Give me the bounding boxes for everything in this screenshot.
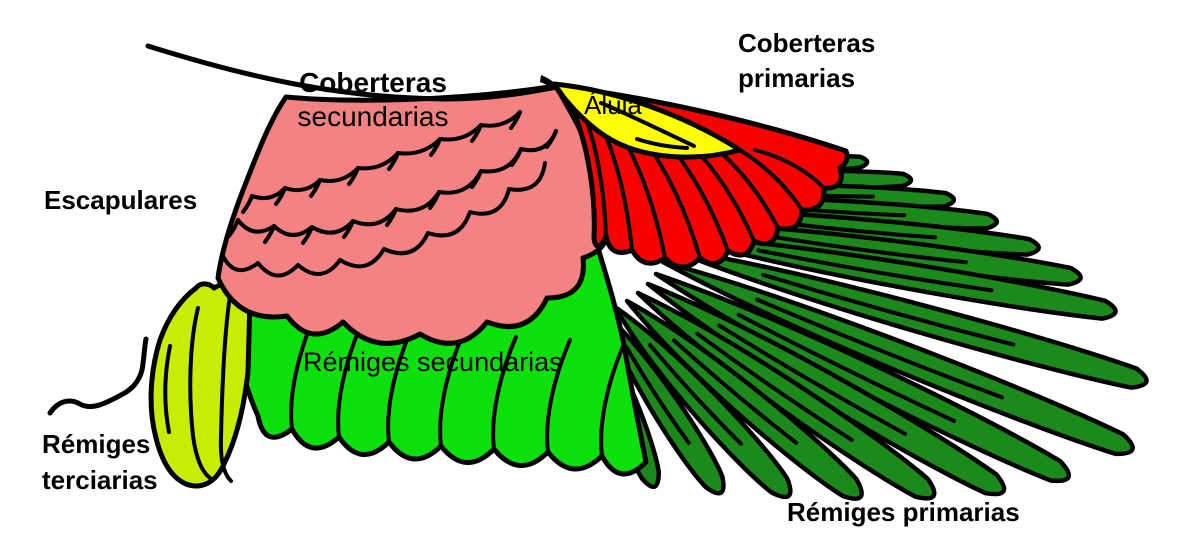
label-alula: Álula [584, 90, 642, 120]
covert-feather-tick [227, 218, 240, 238]
covert-feather-tick [470, 123, 483, 143]
tertiary-remiges-feather-lines [163, 294, 233, 483]
label-coberteras-secundarias-line2: secundarias [297, 101, 449, 132]
label-coberteras-secundarias-line1: Coberteras [299, 67, 447, 98]
primary-feather-shaft [755, 297, 1005, 400]
covert-feather-tick [470, 169, 483, 189]
secondary-feather-shaft [336, 323, 363, 439]
covert-scallop-row [220, 161, 547, 278]
label-remiges-primarias: Rémiges primarias [787, 497, 1020, 527]
covert-feather-tick [387, 151, 400, 171]
primary-feather-shaft [717, 323, 907, 436]
label-coberteras-primarias: Coberteras primarias [738, 26, 875, 96]
secondary-feather-shaft [545, 338, 572, 454]
covert-feather-tick [429, 137, 442, 157]
covert-feather-tick [509, 110, 522, 130]
covert-feather-tick [545, 129, 558, 149]
covert-feather-tick [309, 178, 322, 198]
label-coberteras-primarias-line2: primarias [738, 63, 856, 93]
label-remiges-terciarias-line2: terciarias [42, 465, 158, 495]
alula-feather-lines [599, 101, 696, 150]
secondary-feather-shaft [599, 342, 626, 458]
covert-feather-tick [301, 225, 314, 245]
primary-feather-shaft [756, 248, 994, 293]
primary-feather-shaft [672, 338, 799, 445]
label-escapulares: Escapulares [44, 185, 198, 215]
primary-feather-shaft [736, 312, 957, 423]
secondary-feather-shaft [491, 335, 518, 451]
covert-feather-tick [385, 207, 398, 227]
covert-feather-tick [347, 166, 360, 186]
primary-covert-feather-line [753, 148, 826, 190]
primary-feather-shaft [695, 331, 854, 442]
label-remiges-secundarias: Rémiges secundarias [303, 347, 563, 377]
covert-feather-tick [263, 224, 276, 244]
covert-feather-tick [274, 186, 287, 206]
primary-feather-shaft [761, 272, 1016, 347]
secondary-feather-shaft [438, 332, 465, 448]
label-coberteras-secundarias: Coberteras secundarias [248, 66, 498, 134]
body-contour-line [47, 336, 149, 416]
wing-leading-edge-line [145, 43, 560, 102]
label-remiges-terciarias-line1: Rémiges [42, 429, 151, 459]
covert-feather-tick [241, 194, 254, 214]
covert-feather-tick [510, 147, 523, 167]
covert-feather-tick [342, 219, 355, 239]
wrist-joint-mark [540, 75, 565, 95]
primary-feather-shaft [648, 343, 743, 446]
secondary-coverts-scallop-lines [220, 110, 558, 278]
primary-feather-shaft [624, 345, 691, 445]
covert-feather-tick [428, 190, 441, 210]
label-coberteras-primarias-line1: Coberteras [738, 28, 876, 58]
label-remiges-terciarias: Rémiges terciarias [42, 426, 158, 498]
